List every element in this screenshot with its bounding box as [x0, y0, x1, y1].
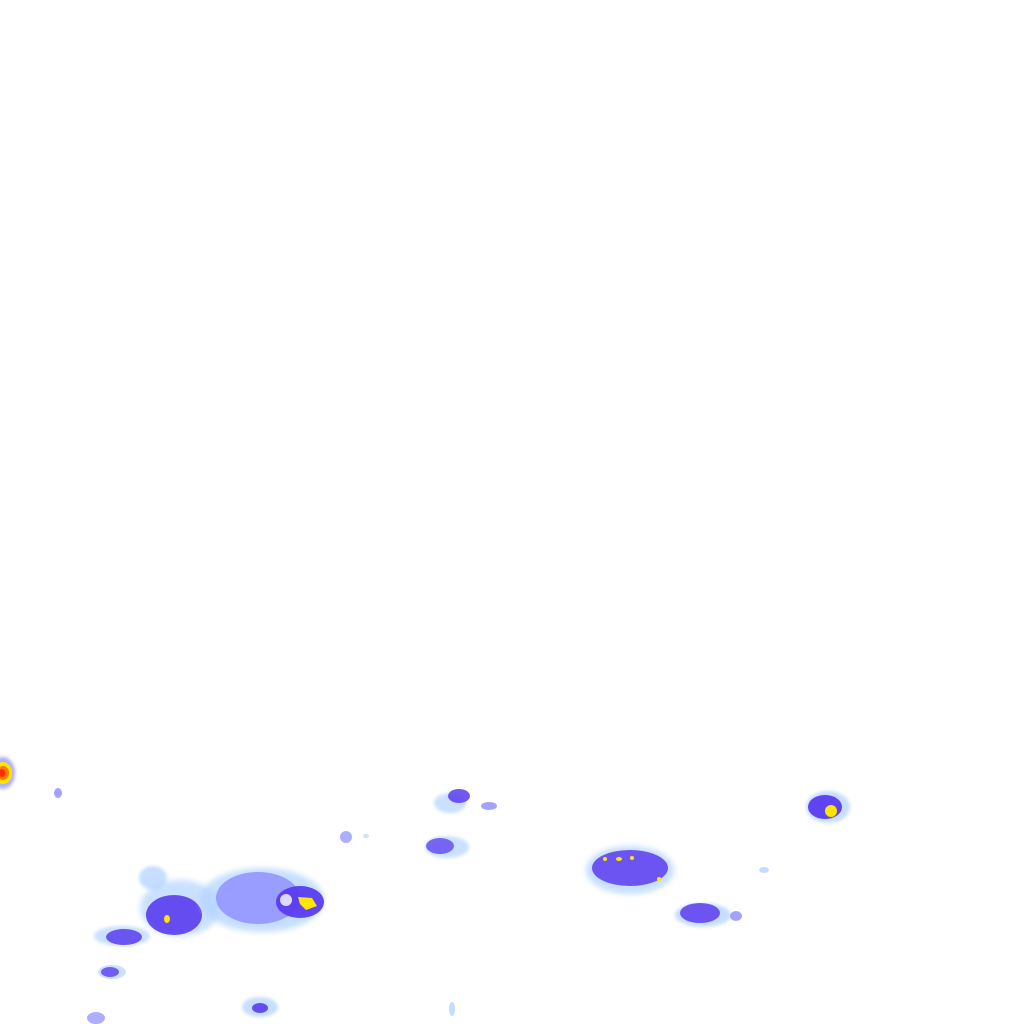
precip-cluster-southwest: [139, 866, 324, 936]
precip-speck-2: [340, 831, 369, 843]
precip-cell-east: [806, 791, 850, 823]
precip-cluster-southeast: [586, 846, 674, 894]
precip-speck-1: [54, 788, 62, 798]
precip-cell-center-north: [434, 789, 497, 813]
precip-cell-center: [425, 836, 469, 858]
precip-cell-southeast-small: [675, 867, 769, 927]
precip-cell-far-southwest: [94, 926, 150, 979]
precip-cell-bottom-left: [87, 997, 455, 1024]
precip-cell-west-edge: [0, 757, 15, 789]
